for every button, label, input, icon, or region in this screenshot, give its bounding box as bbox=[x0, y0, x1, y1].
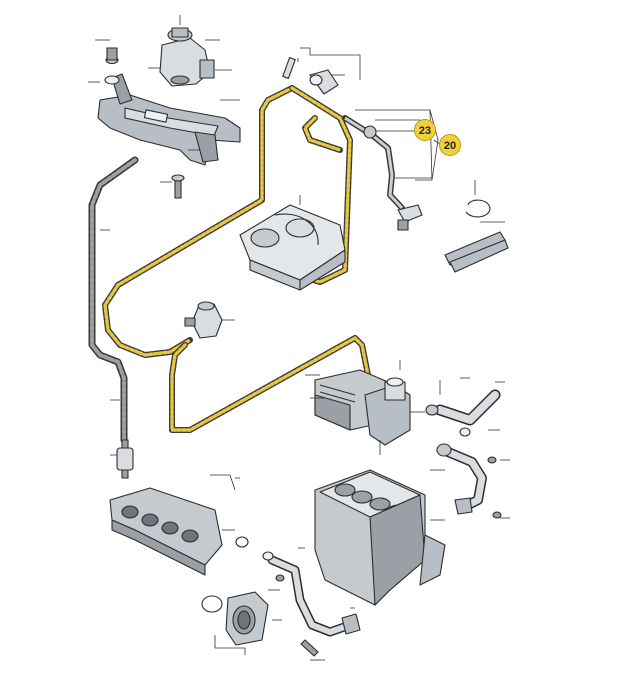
egr-pipe-bottom bbox=[262, 547, 361, 661]
mounting-bracket bbox=[97, 73, 241, 166]
bracket-small-parts bbox=[104, 47, 185, 199]
highlighted-vacuum-hose-upper bbox=[102, 85, 295, 358]
highlighted-vacuum-hose-lower bbox=[169, 335, 373, 433]
left-vacuum-hose bbox=[88, 156, 139, 444]
o-ring bbox=[201, 536, 249, 613]
top-leader-lines bbox=[88, 15, 439, 231]
intake-manifold bbox=[109, 474, 240, 576]
vacuum-valve bbox=[184, 301, 235, 339]
egr-cooler bbox=[305, 360, 425, 455]
engine-block bbox=[314, 469, 446, 606]
bolt-set bbox=[444, 221, 509, 273]
hose-clamp bbox=[465, 180, 491, 218]
hose-connector-top bbox=[282, 57, 339, 95]
solenoid-valve bbox=[159, 27, 215, 87]
check-valve bbox=[110, 399, 134, 479]
pressure-sensor bbox=[363, 125, 423, 231]
callout-23-label: 23 bbox=[419, 125, 431, 137]
throttle-body bbox=[214, 591, 282, 655]
callout-23: 23 bbox=[376, 119, 436, 141]
callout-20-label: 20 bbox=[444, 140, 456, 152]
egr-pipe-lower bbox=[430, 443, 510, 519]
egr-pipe-upper bbox=[425, 377, 505, 437]
cylinder-head-cover bbox=[239, 195, 346, 291]
highlighted-vacuum-hose-middle bbox=[289, 85, 353, 285]
callout-20: 20 bbox=[433, 134, 461, 156]
